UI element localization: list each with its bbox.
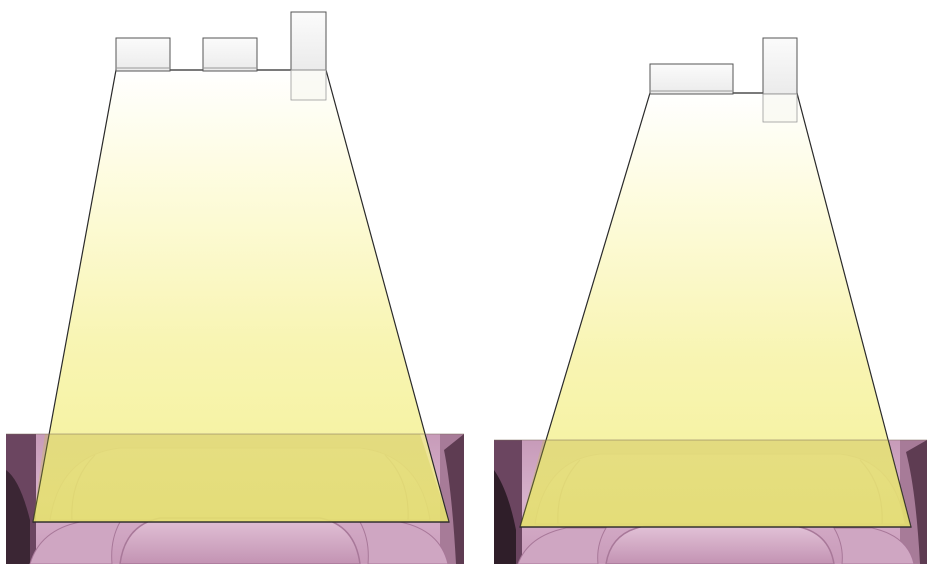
right-panel	[494, 38, 927, 564]
lamp-right-2	[763, 38, 797, 122]
left-panel	[6, 12, 464, 564]
lamp-left-3	[291, 12, 326, 100]
lamp-right-1	[650, 64, 733, 94]
lamp-left-1	[116, 38, 170, 71]
illuminated-area-right	[520, 440, 911, 527]
lamp-left-2	[203, 38, 257, 71]
illuminated-area-left	[33, 434, 449, 522]
